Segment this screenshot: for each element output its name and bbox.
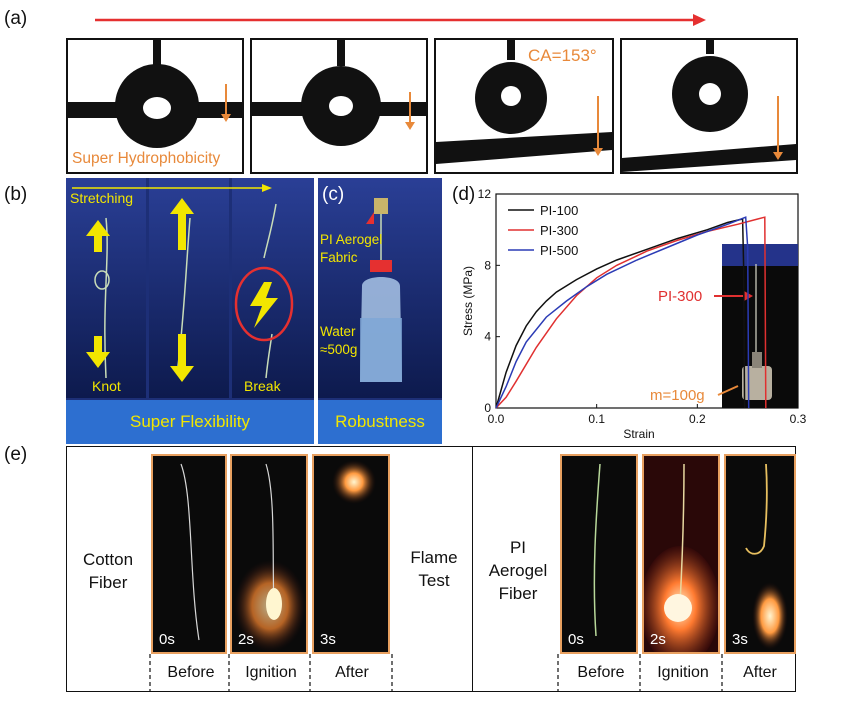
droplet-image-1 xyxy=(68,40,242,148)
caption-separators xyxy=(149,654,723,692)
pi-caption-ignition: Ignition xyxy=(657,664,709,681)
pi-line2: Aerogel xyxy=(488,561,548,580)
pi-aerogel-fiber-label: PI Aerogel Fiber xyxy=(478,536,558,605)
panel-b-label: (b) xyxy=(4,184,28,205)
pi-photo-ignition: 2s xyxy=(642,454,720,654)
cotton-photo-before: 0s xyxy=(151,454,227,654)
series-line-pi-500 xyxy=(495,216,750,409)
x-tick-label: 0.2 xyxy=(689,412,706,426)
cotton-line2: Fiber xyxy=(88,573,128,592)
flexibility-caption: Super Flexibility xyxy=(66,400,314,444)
pi-time-2: 3s xyxy=(732,631,748,648)
x-tick-label: 0.3 xyxy=(790,412,807,426)
cotton-photo-ignition: 2s xyxy=(230,454,308,654)
x-tick-label: 0.1 xyxy=(588,412,605,426)
y-tick-label: 12 xyxy=(478,187,492,201)
flame-line2: Test xyxy=(418,571,450,590)
y-axis-label: Stress (MPa) xyxy=(461,266,475,336)
pi-photo-after: 3s xyxy=(724,454,796,654)
fabric-label-line2: Fabric xyxy=(320,250,358,265)
cotton-fiber-label: Cotton Fiber xyxy=(68,548,148,594)
panel-a-label: (a) xyxy=(4,8,28,29)
x-axis-label: Strain xyxy=(623,427,654,441)
droplet-frame-1: Super Hydrophobicity xyxy=(66,38,244,174)
cotton-photo-after: 3s xyxy=(312,454,390,654)
inset-weight xyxy=(742,366,772,400)
inset-clamp xyxy=(722,244,798,266)
pi-line1: PI xyxy=(509,538,527,557)
panel-e-label: (e) xyxy=(4,444,28,465)
flame-line1: Flame xyxy=(410,548,458,567)
hydrophobicity-label: Super Hydrophobicity xyxy=(72,150,221,167)
pi-caption-after: After xyxy=(743,664,777,681)
x-tick-label: 0.0 xyxy=(488,412,505,426)
panel-c-label: (c) xyxy=(322,184,345,205)
legend-label-pi-100: PI-100 xyxy=(540,203,578,218)
series-line-pi-100 xyxy=(495,218,746,409)
droplet-frame-4 xyxy=(620,38,798,174)
stretching-label: Stretching xyxy=(70,190,134,206)
legend-label-pi-500: PI-500 xyxy=(540,243,578,258)
inset-mass-arrow xyxy=(717,385,739,396)
flame-test-label: Flame Test xyxy=(396,546,472,592)
inset-pi300-label: PI-300 xyxy=(658,288,702,305)
cotton-caption-before: Before xyxy=(167,664,215,681)
contact-angle-label: CA=153° xyxy=(528,46,597,65)
droplet-frame-2 xyxy=(250,38,428,174)
sequence-arrow xyxy=(95,14,706,26)
flexibility-panel: Stretching Knot Break Super Flexibility xyxy=(66,178,314,444)
droplet-image-3 xyxy=(436,40,612,164)
pi-photo-before: 0s xyxy=(560,454,638,654)
flame-divider xyxy=(472,446,473,692)
inset-weight-hook xyxy=(752,352,762,368)
pi-line3: Fiber xyxy=(498,584,538,603)
knot-label: Knot xyxy=(92,378,121,394)
robustness-panel: (c) PI Aerogel Fabric Water ≈500g Robust… xyxy=(318,178,442,444)
inset-mass-label: m=100g xyxy=(650,387,705,404)
pi-time-0: 0s xyxy=(568,631,584,648)
water-label-line2: ≈500g xyxy=(320,342,358,357)
panel-d-label: (d) xyxy=(452,184,476,205)
fabric-label-line1: PI Aerogel xyxy=(320,232,383,247)
y-tick-label: 8 xyxy=(484,258,491,272)
cotton-caption-after: After xyxy=(335,664,369,681)
legend-label-pi-300: PI-300 xyxy=(540,223,578,238)
pi-caption-before: Before xyxy=(577,664,625,681)
droplet-image-4 xyxy=(622,40,796,172)
y-tick-label: 0 xyxy=(484,401,491,415)
break-label: Break xyxy=(244,378,281,394)
droplet-frame-3: CA=153° xyxy=(434,38,614,174)
cotton-time-2: 3s xyxy=(320,631,336,648)
pi-time-1: 2s xyxy=(650,631,666,648)
cotton-caption-ignition: Ignition xyxy=(245,664,297,681)
cotton-time-0: 0s xyxy=(159,631,175,648)
y-tick-label: 4 xyxy=(484,330,491,344)
cotton-line1: Cotton xyxy=(82,550,134,569)
series-line-pi-300 xyxy=(495,216,767,409)
flexibility-photos xyxy=(66,178,314,398)
robustness-photo xyxy=(318,178,442,398)
robustness-caption: Robustness xyxy=(318,400,442,444)
droplet-image-2 xyxy=(252,40,426,146)
water-label-line1: Water xyxy=(320,324,356,339)
cotton-time-1: 2s xyxy=(238,631,254,648)
